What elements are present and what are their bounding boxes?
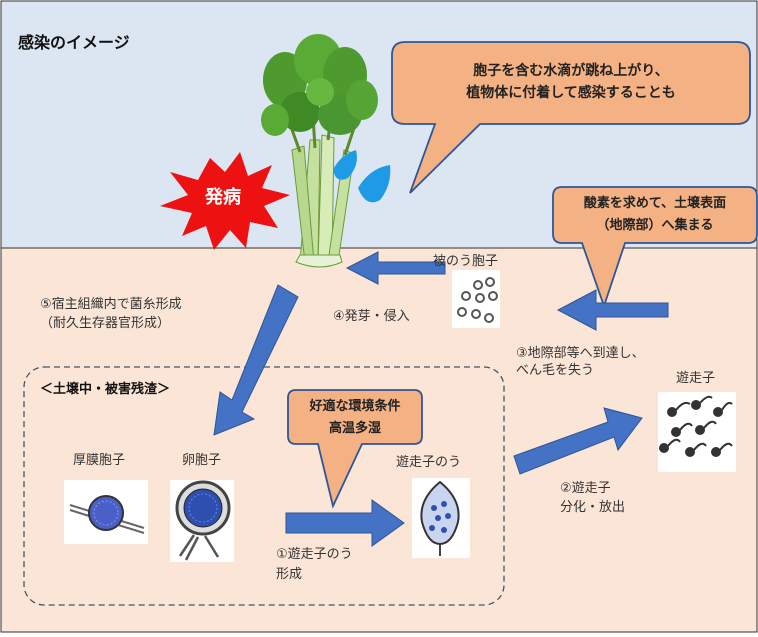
sporangium-label: 遊走子のう	[396, 455, 462, 470]
chlamydospore-icon	[64, 480, 148, 544]
step5-label-1: ⑤宿主組織内で菌糸形成	[40, 297, 182, 312]
step1-label-2: 形成	[276, 567, 303, 582]
step4-label: ④発芽・侵入	[333, 309, 410, 324]
chlamydospore-label: 厚膜胞子	[73, 453, 126, 468]
step3-label-2: べん毛を失う	[516, 363, 595, 378]
step1-label-1: ①遊走子のう	[276, 547, 353, 562]
oospore-icon	[170, 480, 234, 562]
callout-splash	[391, 41, 751, 194]
arrow-step3	[556, 289, 669, 331]
encysted-spore-label: 被のう胞子	[433, 254, 499, 269]
zoospore-label: 遊走子	[676, 371, 716, 386]
oospore-label: 卵胞子	[182, 453, 222, 468]
step5-label-2: （耐久生存器官形成）	[40, 316, 171, 331]
arrow-step2	[513, 407, 643, 475]
callout-oxygen-text: 酸素を求めて、土壌表面 （地際部）へ集まる	[583, 196, 727, 233]
arrow-step4	[345, 251, 446, 285]
disease-label: 発病	[205, 187, 241, 208]
step2-label-2: 分化・放出	[560, 500, 626, 515]
step2-label-1: ②遊走子	[560, 481, 611, 496]
arrow-step1	[285, 499, 405, 547]
callout-env-text: 好適な環境条件 高温多湿	[309, 399, 401, 436]
disease-burst	[160, 152, 290, 250]
callout-env	[287, 389, 423, 509]
droplet-icon	[358, 165, 391, 203]
zoospore-icon	[658, 392, 736, 472]
encysted-spore-icon	[452, 270, 500, 328]
soil-region-label: ＜土壌中・被害残渣＞	[40, 382, 171, 397]
diagram-title: 感染のイメージ	[18, 33, 130, 52]
step3-label-1: ③地際部等へ到達し、	[516, 346, 645, 361]
sporangium-icon	[412, 478, 470, 558]
droplet-icon	[333, 150, 357, 180]
callout-oxygen	[552, 186, 758, 309]
arrow-step5	[213, 284, 299, 436]
callout-splash-text: 胞子を含む水滴が跳ね上がり、 植物体に付着して感染することも	[466, 63, 676, 101]
